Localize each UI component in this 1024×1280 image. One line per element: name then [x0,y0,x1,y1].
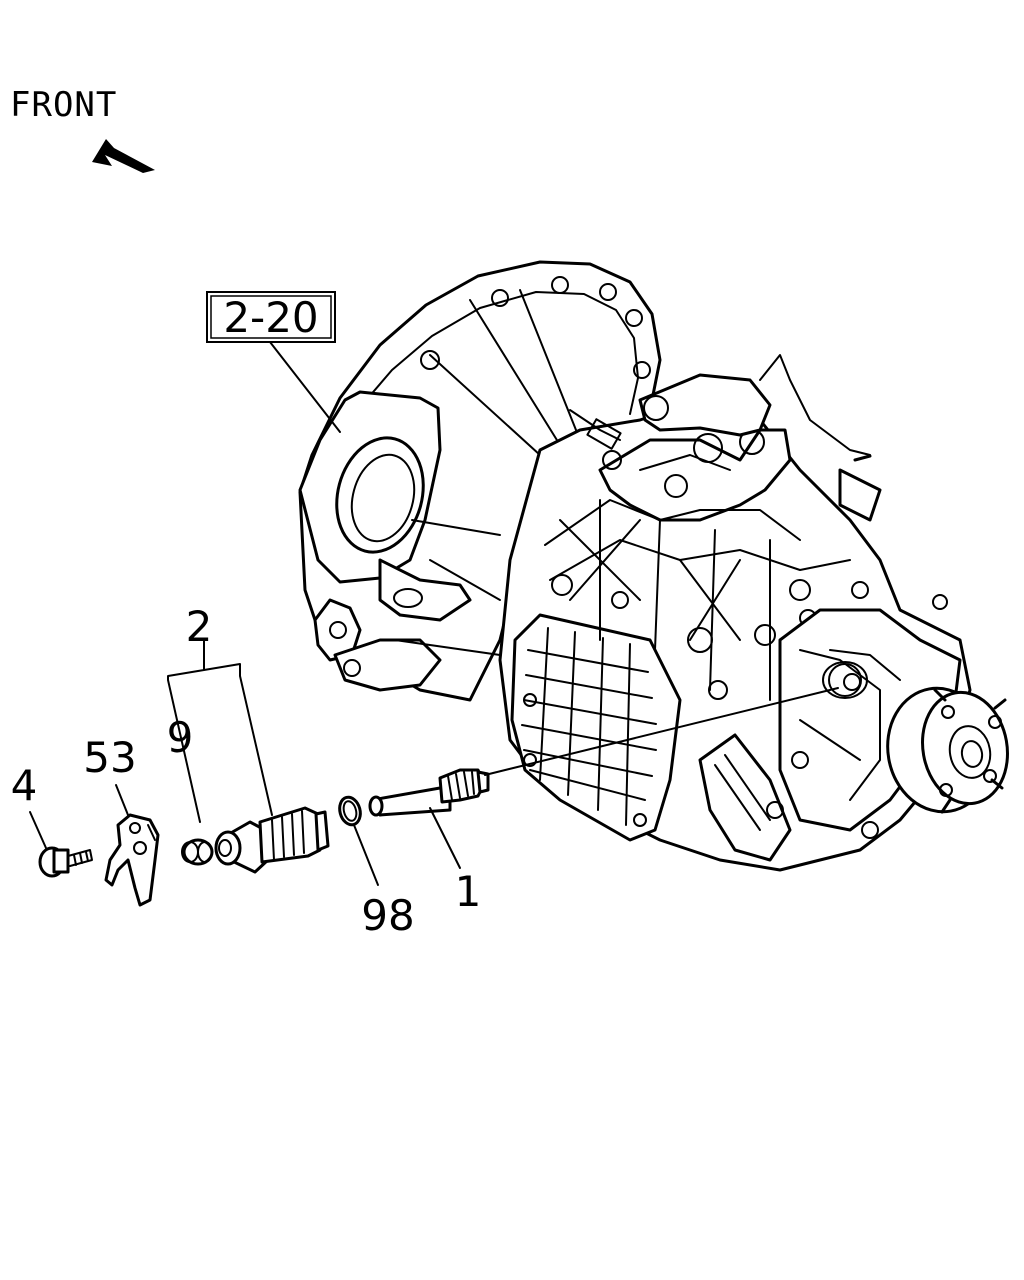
part-1-driven-gear-shaft [368,768,490,817]
part-4-bolt [38,846,93,878]
callout-4: 4 [11,761,38,810]
output-flange [886,686,1009,814]
part-9-oil-seal [181,838,214,866]
front-indicator: FRONT [10,85,155,173]
leader-part-1-to-bore [484,687,839,776]
callout-2: 2 [186,602,213,651]
front-label: FRONT [10,85,117,125]
part-98-o-ring [338,795,362,827]
transmission-housing [298,260,1009,872]
callout-53: 53 [83,733,136,782]
leader-part-1 [429,807,461,869]
callout-9: 9 [167,713,194,762]
leader-part-53 [115,784,129,816]
part-53-clamp-plate [104,813,160,907]
arrow-up-left-icon [92,139,155,173]
callout-1: 1 [455,867,482,916]
leader-part-98 [353,824,379,886]
part-2-speedometer-sleeve [214,806,330,874]
leader-part-2-bracket [167,639,273,823]
leader-part-4 [29,811,47,849]
leader-2-20 [269,341,341,433]
reference-label: 2-20 [223,293,318,342]
callout-98: 98 [361,891,414,940]
reference-box-2-20: 2-20 [206,291,336,343]
